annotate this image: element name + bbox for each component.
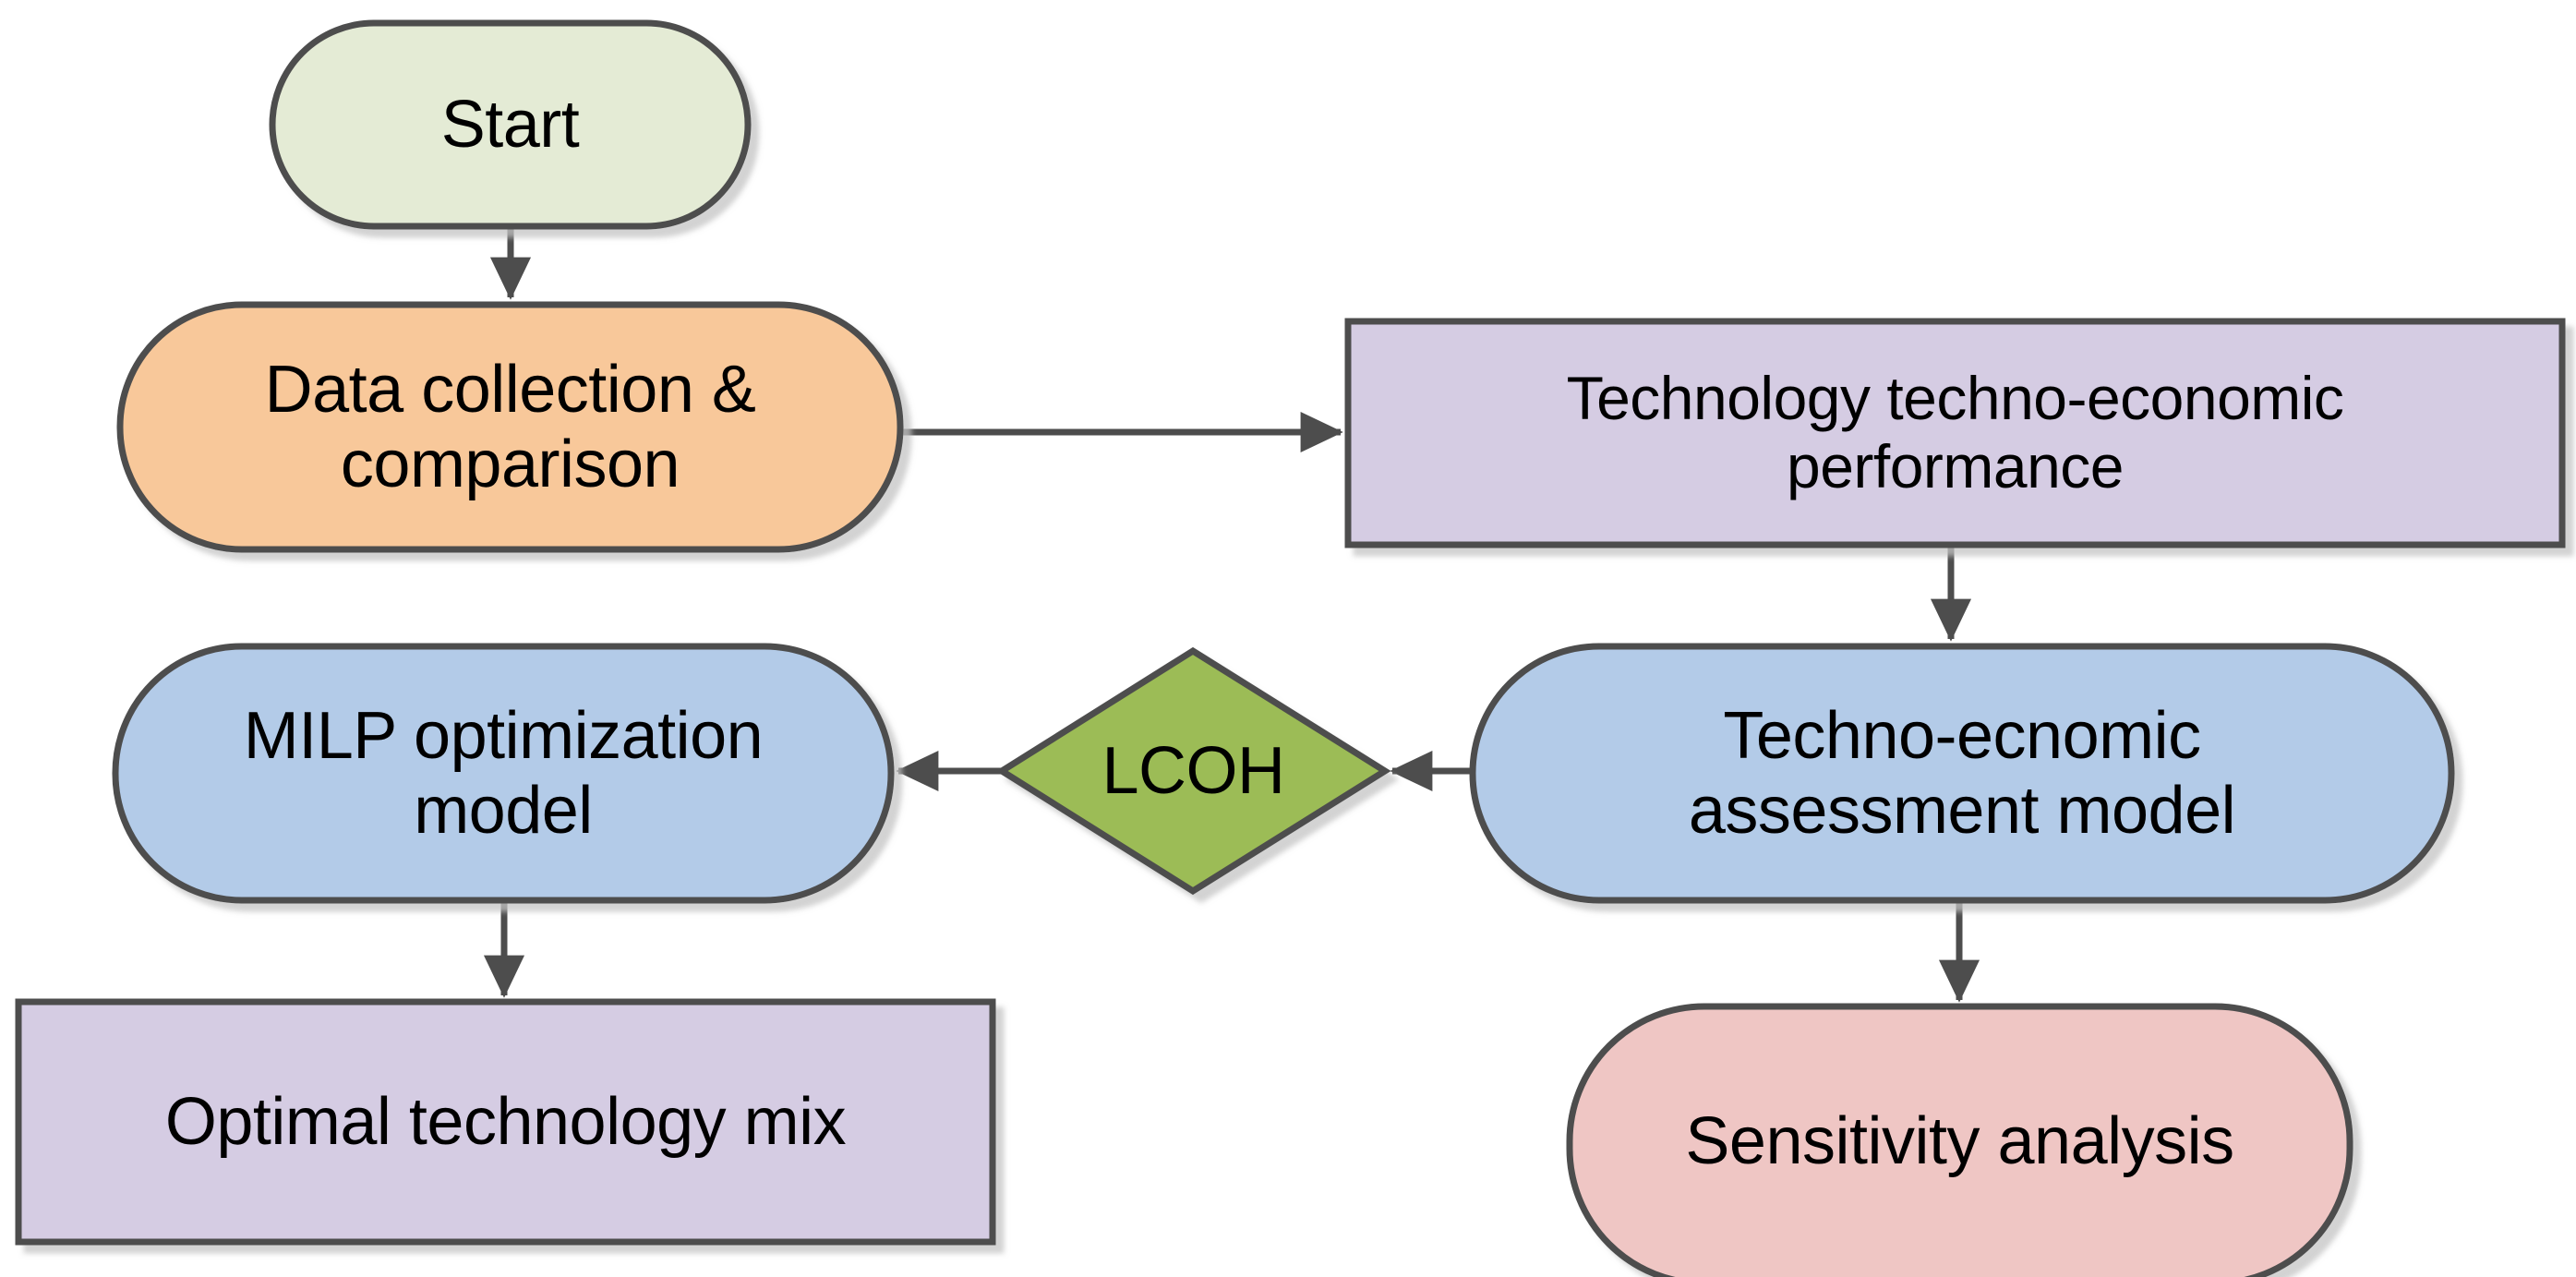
node-shape-technology-performance[interactable]: [1344, 318, 2566, 548]
node-shape-tea-model[interactable]: [1469, 643, 2455, 904]
node-sensitivity[interactable]: [1570, 1006, 2350, 1277]
node-shape-milp-model[interactable]: [112, 643, 895, 904]
node-shape-data-collection[interactable]: [116, 301, 904, 553]
node-start[interactable]: [272, 23, 748, 226]
node-shape-sensitivity[interactable]: [1566, 1003, 2353, 1277]
node-optimal-mix[interactable]: [18, 1002, 993, 1242]
node-lcoh[interactable]: [1002, 651, 1385, 891]
node-milp-model[interactable]: [115, 646, 891, 900]
node-shape-start[interactable]: [269, 19, 752, 230]
node-shape-optimal-mix[interactable]: [15, 998, 996, 1246]
node-data-collection[interactable]: [120, 305, 900, 549]
node-shape-lcoh[interactable]: [995, 646, 1391, 896]
node-tea-model[interactable]: [1473, 646, 2451, 900]
node-technology-performance[interactable]: [1348, 321, 2562, 545]
